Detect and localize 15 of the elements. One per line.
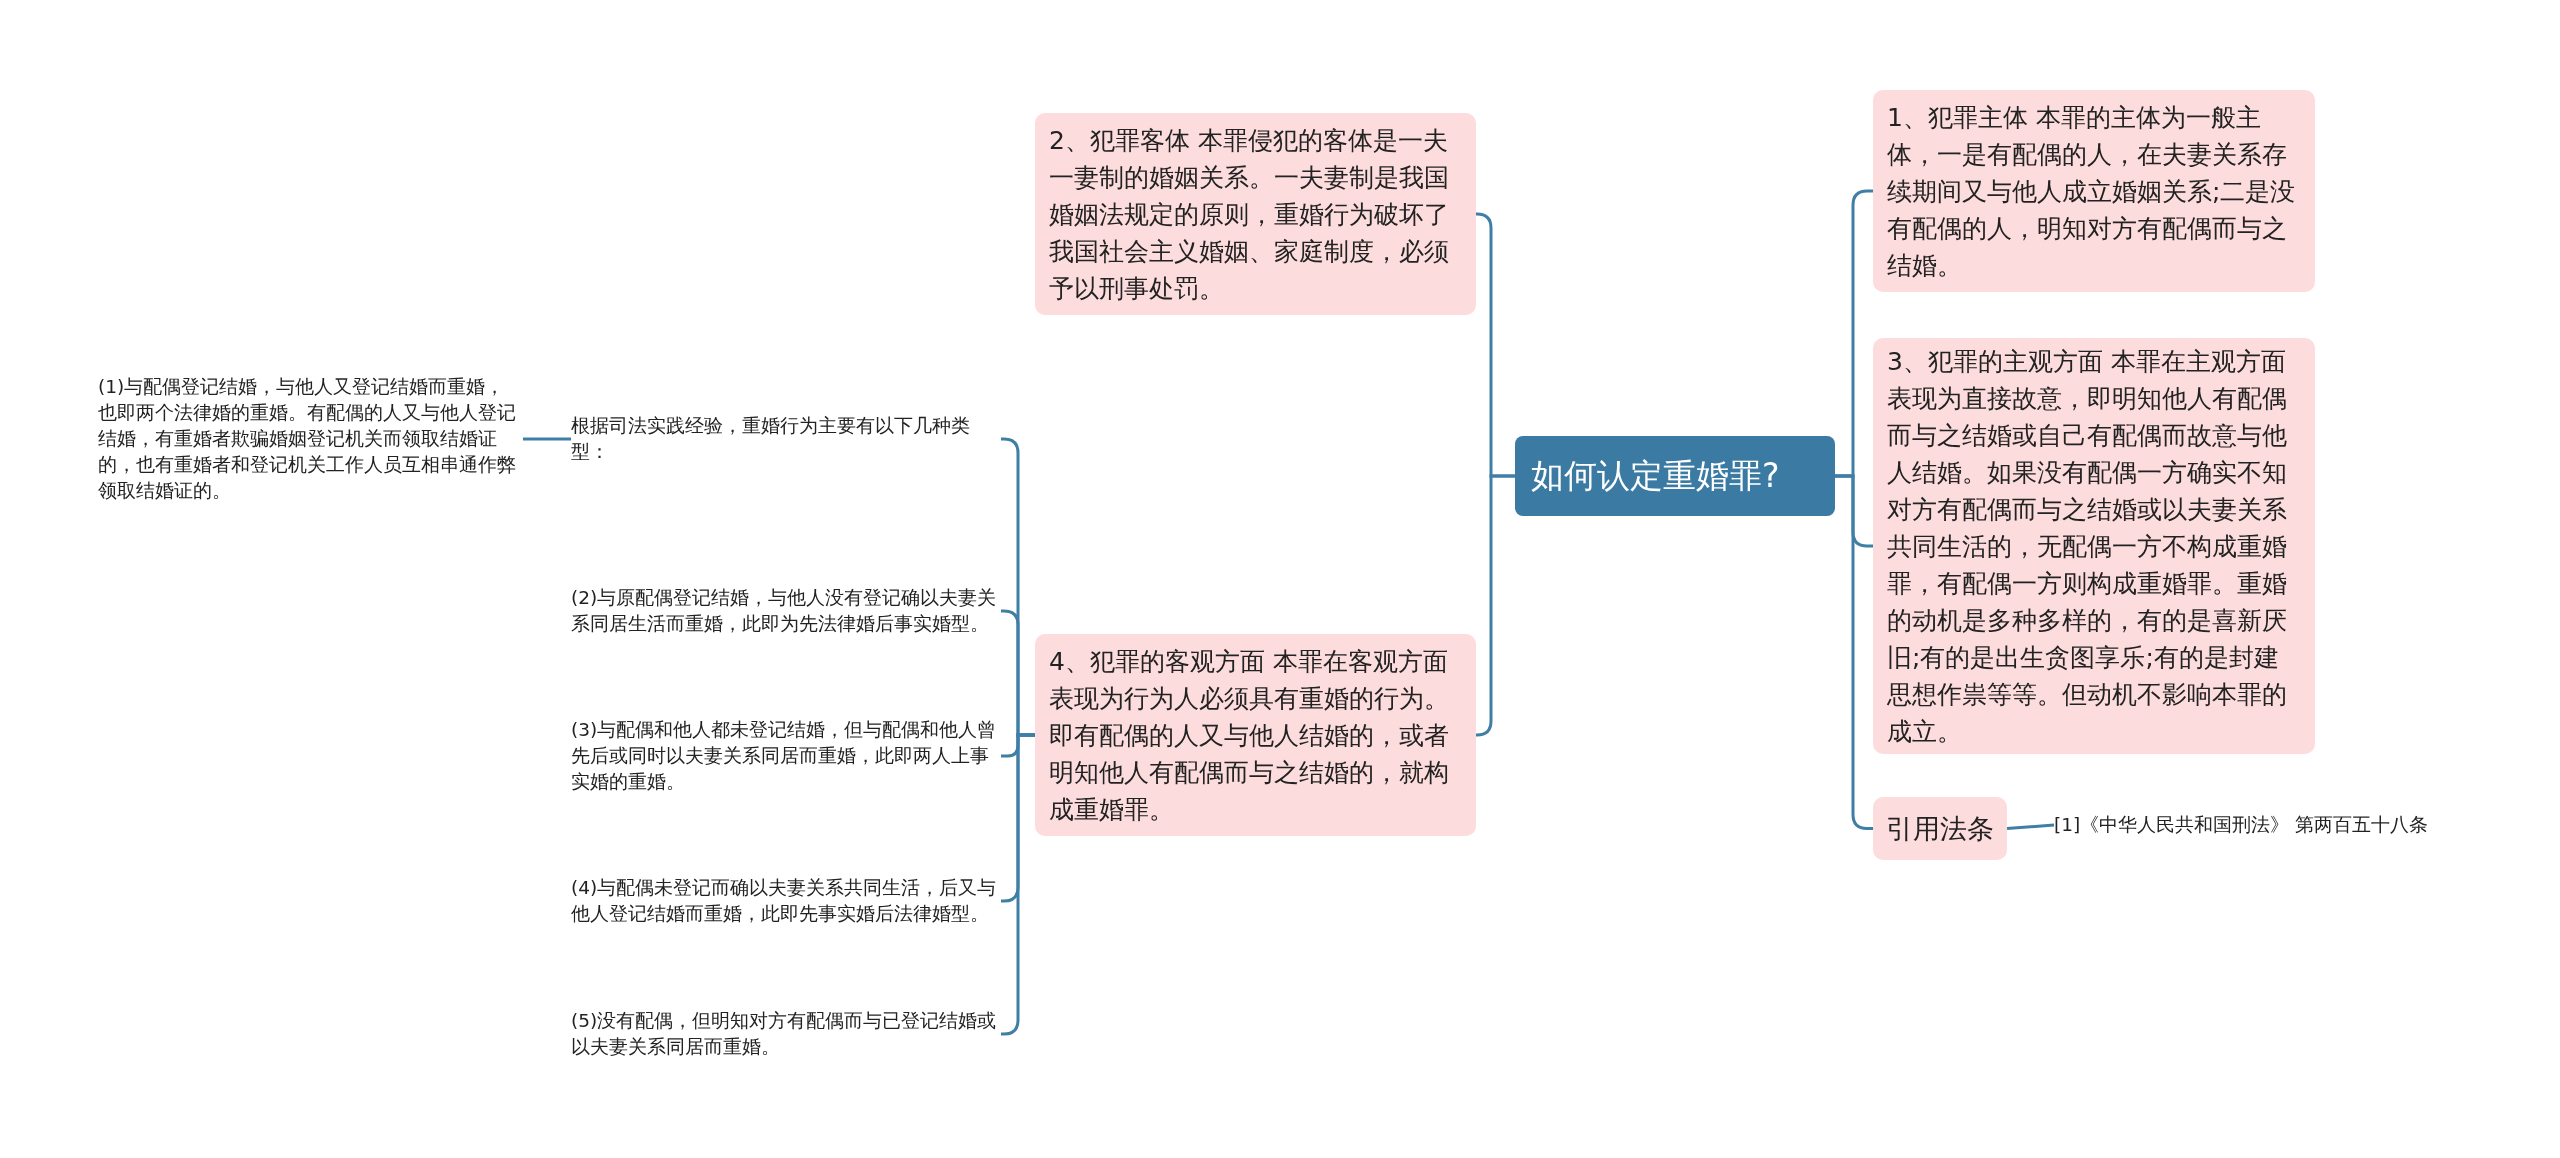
topic-text: (3)与配偶和他人都未登记结婚，但与配偶和他人曾先后或同时以夫妻关系同居而重婚，此即两人上事实婚的重婚。 [571, 715, 1001, 797]
topic-text: (4)与配偶未登记而确以夫妻关系共同生活，后又与他人登记结婚而重婚，此即先事实婚后法律婚型。 [571, 860, 1001, 942]
central-topic-box: 如何认定重婚罪? [1515, 436, 1835, 516]
connector-line [2006, 823, 2055, 830]
topic-box: 2、犯罪客体 本罪侵犯的客体是一夫一妻制的婚姻关系。一夫妻制是我国婚姻法规定的原则，重婚行为破坏了我国社会主义婚姻、家庭制度，必须予以刑事处罚。 [1035, 113, 1476, 315]
topic-box: 3、犯罪的主观方面 本罪在主观方面表现为直接故意，即明知他人有配偶而与之结婚或自己有配偶而故意与他人结婚。如果没有配偶一方确实不知对方有配偶而与之结婚或以夫妻关系共同生活的，无配偶一方不构成重婚罪，有配偶一方则构成重婚罪。重婚的动机是多种多样的，有的是喜新厌旧;有的是出生贪图享乐;有的是封建思想作祟等等。但动机不影响本罪的成立。 [1873, 338, 2315, 754]
topic-text: (1)与配偶登记结婚，与他人又登记结婚而重婚，也即两个法律婚的重婚。有配偶的人又与他人登记结婚，有重婚者欺骗婚姻登记机关而领取结婚证的，也有重婚者和登记机关工作人员互相串通作弊领取结婚证的。 [98, 372, 523, 506]
topic-text: 根据司法实践经验，重婚行为主要有以下几种类型： [571, 410, 1001, 468]
topic-box: 4、犯罪的客观方面 本罪在客观方面表现为行为人必须具有重婚的行为。即有配偶的人又与他人结婚的，或者明知他人有配偶而与之结婚的，就构成重婚罪。 [1035, 634, 1476, 836]
topic-box: 1、犯罪主体 本罪的主体为一般主体，一是有配偶的人，在夫妻关系存续期间又与他人成立婚姻关系;二是没有配偶的人，明知对方有配偶而与之结婚。 [1873, 90, 2315, 292]
topic-text: (5)没有配偶，但明知对方有配偶而与已登记结婚或以夫妻关系同居而重婚。 [571, 1006, 1001, 1062]
topic-box: 引用法条 [1873, 797, 2007, 860]
topic-text: [1]《中华人民共和国刑法》 第两百五十八条 [2054, 808, 2484, 842]
topic-text: (2)与原配偶登记结婚，与他人没有登记确以夫妻关系同居生活而重婚，此即为先法律婚后事实婚型。 [571, 570, 1001, 652]
connector-line [523, 437, 571, 441]
